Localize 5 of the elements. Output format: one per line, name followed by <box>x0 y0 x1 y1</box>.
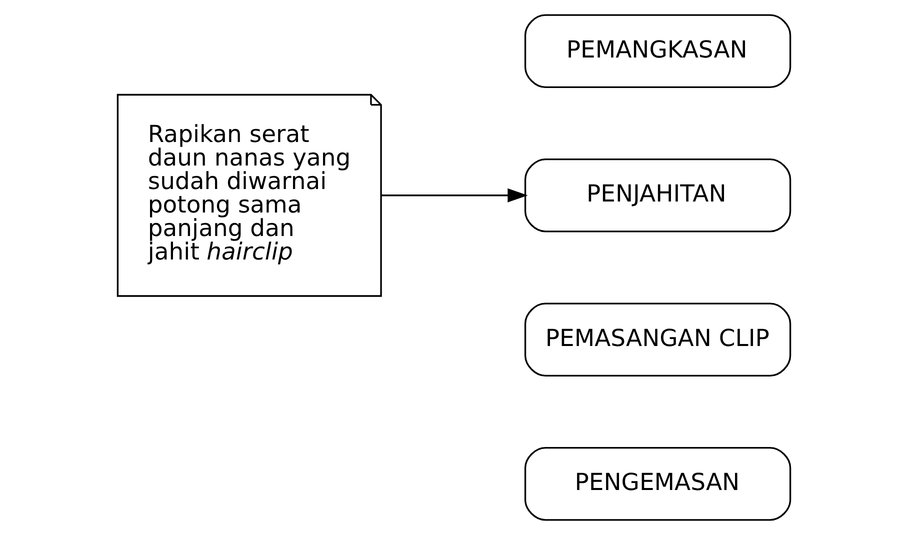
node-box: PEMASANGAN CLIP <box>524 302 792 377</box>
arrow <box>381 188 528 202</box>
node-box: PENJAHITAN <box>524 158 792 232</box>
node-box: PENGEMASAN <box>524 446 792 521</box>
node-box: PEMANGKASAN <box>524 14 792 88</box>
